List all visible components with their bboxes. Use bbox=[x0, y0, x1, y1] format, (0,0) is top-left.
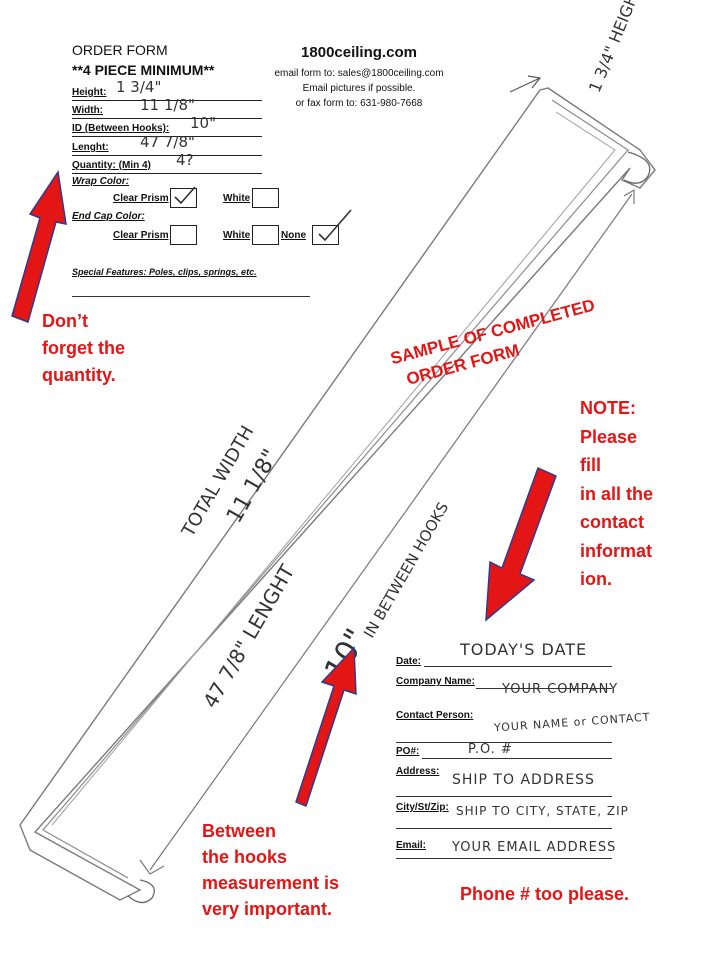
quantity-note: Don’t forget the quantity. bbox=[42, 308, 125, 389]
city-st-zip-label: City/St/Zip: bbox=[396, 802, 449, 813]
quantity-value: 4? bbox=[176, 151, 194, 169]
endcap-clear-prism-checkbox[interactable] bbox=[170, 225, 197, 245]
hooks-note: Between the hooks measurement is very im… bbox=[202, 818, 339, 922]
hooks-note-line: measurement is bbox=[202, 873, 340, 893]
company-fax-line: or fax form to: 631-980-7668 bbox=[295, 98, 423, 109]
quantity-note-line: quantity. bbox=[42, 365, 116, 385]
width-label: Width: bbox=[72, 105, 104, 116]
quantity-note-line: Don’t bbox=[42, 311, 88, 331]
endcap-white-label: White bbox=[223, 230, 251, 241]
wrap-clear-prism-checkbox[interactable] bbox=[170, 186, 197, 208]
company-email-line: email form to: sales@1800ceiling.com bbox=[274, 68, 444, 79]
wrap-white-label: White bbox=[223, 193, 251, 204]
hooks-note-line: very important. bbox=[202, 899, 333, 919]
wrap-clear-prism-label: Clear Prism bbox=[113, 193, 169, 204]
hooks-note-line: the hooks bbox=[202, 847, 288, 867]
form-title: ORDER FORM bbox=[72, 42, 168, 58]
contact-note-line: in all the bbox=[580, 483, 654, 504]
endcap-clear-prism-label: Clear Prism bbox=[113, 230, 169, 241]
minimum-note: **4 PIECE MINIMUM** bbox=[72, 62, 215, 78]
company-site: 1800ceiling.com bbox=[301, 44, 417, 61]
length-value: 47 7/8" bbox=[140, 133, 195, 151]
id-between-hooks-label: ID (Between Hooks): bbox=[72, 123, 170, 134]
email-label: Email: bbox=[396, 840, 427, 851]
date-label: Date: bbox=[396, 656, 422, 667]
width-value: 11 1/8" bbox=[140, 96, 195, 114]
contact-note-line: Please bbox=[580, 426, 638, 447]
quantity-note-line: forget the bbox=[42, 338, 125, 358]
height-field[interactable]: Height: 1 3/4" bbox=[72, 78, 262, 101]
wrap-color-label: Wrap Color: bbox=[72, 176, 130, 187]
date-value: TODAY'S DATE bbox=[460, 640, 588, 659]
quantity-arrow-icon bbox=[11, 169, 67, 323]
contact-person-value: YOUR NAME or CONTACT bbox=[493, 710, 651, 735]
phone-note: Phone # too please. bbox=[460, 884, 630, 904]
po-value: P.O. # bbox=[468, 742, 513, 757]
length-label: Lenght: bbox=[72, 142, 109, 153]
date-field[interactable] bbox=[424, 666, 612, 667]
endcap-none-checkbox[interactable] bbox=[312, 209, 352, 245]
endcap-white-checkbox[interactable] bbox=[252, 225, 279, 245]
contact-note-line: ion. bbox=[580, 569, 612, 589]
special-features-label: Special Features: Poles, clips, springs,… bbox=[72, 267, 257, 277]
contact-note-line: informat bbox=[580, 540, 652, 561]
quantity-label: Quantity: (Min 4) bbox=[72, 160, 151, 171]
address-value: SHIP TO ADDRESS bbox=[452, 772, 595, 788]
contact-arrow-icon bbox=[485, 466, 557, 622]
end-cap-color-label: End Cap Color: bbox=[72, 211, 145, 222]
contact-note-line: fill bbox=[580, 455, 601, 475]
company-name-field[interactable] bbox=[476, 688, 612, 689]
contact-note: NOTE: Please fill in all the contact inf… bbox=[580, 394, 653, 594]
contact-person-label: Contact Person: bbox=[396, 710, 474, 721]
company-name-value: YOUR COMPANY bbox=[502, 682, 619, 697]
check-mark-icon bbox=[174, 186, 196, 205]
city-st-zip-field[interactable] bbox=[396, 828, 612, 829]
company-name-label: Company Name: bbox=[396, 676, 475, 687]
id-between-hooks-field[interactable]: ID (Between Hooks): 10" bbox=[72, 114, 262, 137]
contact-note-line: NOTE: bbox=[580, 398, 636, 418]
height-label: Height: bbox=[72, 87, 107, 98]
width-field[interactable]: Width: 11 1/8" bbox=[72, 96, 262, 119]
company-pictures-line: Email pictures if possible. bbox=[302, 83, 416, 94]
po-label: PO#: bbox=[396, 746, 420, 757]
check-mark-icon bbox=[318, 209, 352, 242]
contact-form: Date: TODAY'S DATE Company Name: YOUR CO… bbox=[396, 636, 686, 866]
special-features-line[interactable] bbox=[72, 296, 310, 297]
endcap-none-label: None bbox=[281, 230, 306, 241]
length-field[interactable]: Lenght: 47 7/8" bbox=[72, 133, 262, 156]
contact-note-line: contact bbox=[580, 512, 645, 532]
height-value: 1 3/4" bbox=[116, 78, 162, 96]
city-st-zip-value: SHIP TO CITY, STATE, ZIP bbox=[456, 804, 629, 818]
id-between-hooks-value: 10" bbox=[190, 114, 216, 132]
email-value: YOUR EMAIL ADDRESS bbox=[452, 840, 617, 855]
address-field[interactable] bbox=[396, 796, 612, 797]
email-field[interactable] bbox=[396, 858, 612, 859]
hooks-arrow-icon bbox=[295, 646, 357, 807]
contact-person-field[interactable] bbox=[396, 742, 612, 743]
quantity-field[interactable]: Quantity: (Min 4) 4? bbox=[72, 151, 262, 174]
address-label: Address: bbox=[396, 766, 440, 777]
po-field[interactable] bbox=[422, 758, 612, 759]
hooks-note-line: Between bbox=[202, 821, 277, 841]
wrap-white-checkbox[interactable] bbox=[252, 188, 279, 208]
